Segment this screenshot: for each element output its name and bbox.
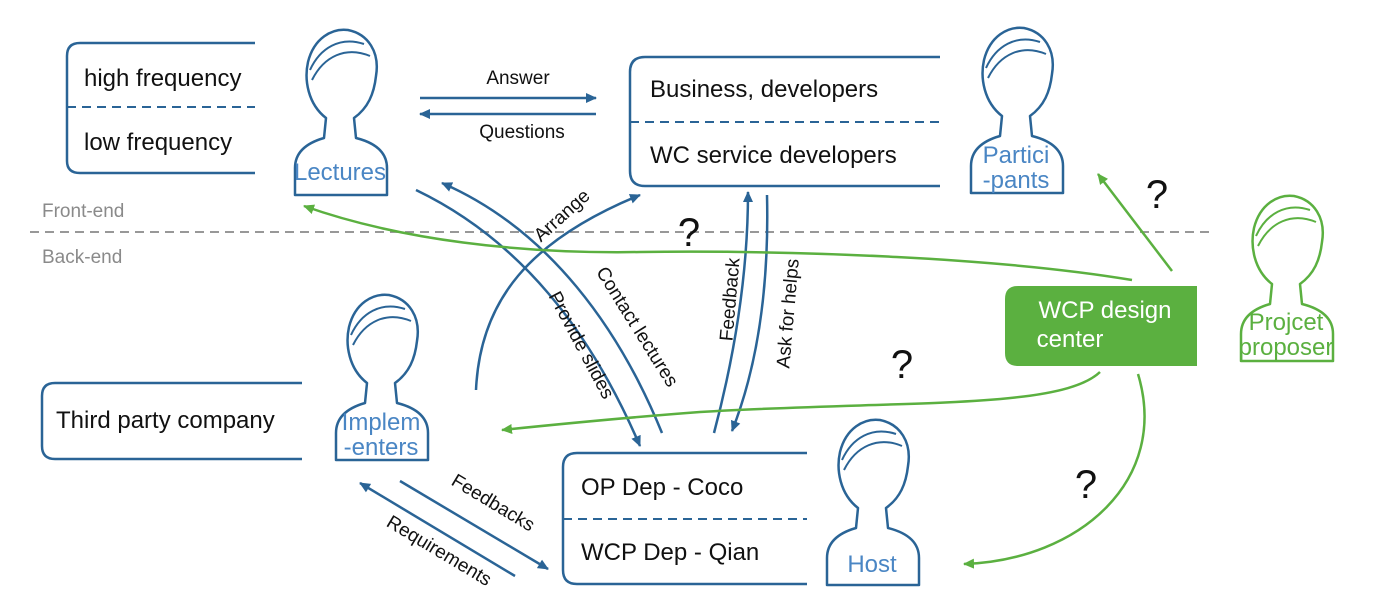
third-party-box: Third party company [40,381,302,461]
departments-box: OP Dep - Coco WCP Dep - Qian [561,451,807,586]
proposer-person: Projcet proposer [1239,194,1335,363]
implementers-label-1: Implem [342,409,421,436]
feedbacks-arrow [399,479,549,571]
op-dep-label: OP Dep - Coco [581,474,743,501]
proposer-label-1: Projcet [1249,309,1324,336]
feedbacks-label: Feedbacks [448,470,538,536]
question-mark-4: ? [1075,463,1097,507]
requirements-arrow [359,481,516,578]
ask-for-helps-arrow [730,194,769,432]
design-to-lectures-arrow [303,204,1133,282]
question-mark-2: ? [1146,173,1168,217]
design-to-host-arrow [963,373,1146,569]
provide-slides-arrow [415,188,642,447]
lectures-person: Lectures [293,28,389,197]
wc-service-developers-label: WC service developers [650,142,897,169]
contact-lectures-arrow [441,181,664,434]
question-mark-1: ? [678,211,700,255]
front-end-label: Front-end [42,201,124,222]
participants-person: Partici -pants [969,26,1065,195]
question-mark-3: ? [891,343,913,387]
host-person: Host [825,418,921,587]
feedback-arrow [712,191,753,434]
wcp-dep-label: WCP Dep - Qian [581,539,759,566]
business-developers-label: Business, developers [650,76,878,103]
implementers-label-2: -enters [344,434,419,461]
wcp-design-center-line2: center [1037,326,1104,353]
frequency-box: high frequency low frequency [65,41,255,175]
participants-label-2: -pants [983,167,1050,194]
provide-slides-label: Provide slides [544,288,618,402]
back-end-label: Back-end [42,247,122,268]
high-frequency-label: high frequency [84,65,241,92]
lectures-label: Lectures [294,159,386,186]
arrange-arrow [474,193,641,391]
ask-for-helps-label: Ask for helps [773,258,803,369]
low-frequency-label: low frequency [84,129,232,156]
wcp-design-center-line1: WCP design [1039,297,1172,324]
developers-box: Business, developers WC service develope… [628,55,940,188]
proposer-label-2: proposer [1239,334,1334,361]
questions-label: Questions [479,122,565,143]
feedback-label: Feedback [716,257,744,342]
answer-label: Answer [486,68,550,89]
design-to-implementers-arrow [501,371,1101,434]
design-to-participants-arrow [1097,173,1173,272]
third-party-label: Third party company [56,407,275,434]
implementers-person: Implem -enters [334,293,430,462]
requirements-label: Requirements [383,512,495,591]
participants-label-1: Partici [983,142,1050,169]
wcp-design-center: WCP design center [1005,286,1197,366]
host-label: Host [847,551,897,578]
